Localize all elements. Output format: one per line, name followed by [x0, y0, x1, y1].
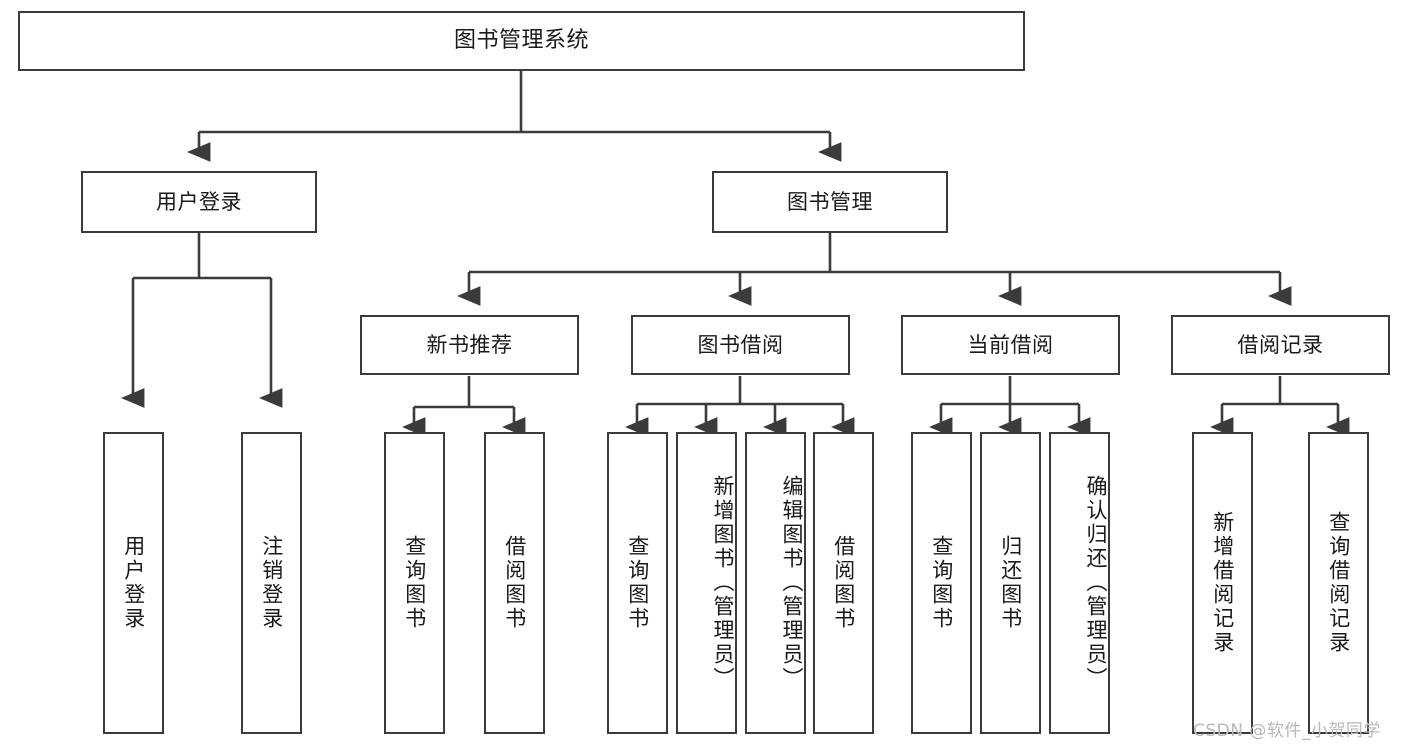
leaf-records-add-record[interactable]: 新增借阅记录: [1192, 432, 1253, 734]
node-new-book-recommend[interactable]: 新书推荐: [360, 315, 579, 375]
node-book-management[interactable]: 图书管理: [712, 171, 948, 233]
leaf-label: 借阅图书: [502, 535, 527, 631]
leaf-label: 编辑图书（管理员）: [780, 475, 804, 691]
leaf-label: 查询图书: [625, 535, 650, 631]
leaf-label: 确认归还（管理员）: [1084, 475, 1108, 691]
node-borrow-records[interactable]: 借阅记录: [1171, 315, 1390, 375]
leaf-label: 归还图书: [998, 535, 1023, 631]
leaf-label: 借阅图书: [831, 535, 856, 631]
leaf-current-query-book[interactable]: 查询图书: [911, 432, 972, 734]
leaf-label: 注销登录: [259, 535, 284, 631]
node-root-system[interactable]: 图书管理系统: [18, 11, 1025, 71]
leaf-current-return-book[interactable]: 归还图书: [980, 432, 1041, 734]
leaf-borrow-borrow-book[interactable]: 借阅图书: [813, 432, 874, 734]
leaf-borrow-query-book[interactable]: 查询图书: [607, 432, 668, 734]
leaf-label: 用户登录: [121, 535, 146, 631]
leaf-user-login-signout[interactable]: 注销登录: [241, 432, 302, 734]
leaf-label: 查询借阅记录: [1326, 511, 1351, 655]
node-book-borrow[interactable]: 图书借阅: [631, 315, 850, 375]
leaf-recommend-borrow-book[interactable]: 借阅图书: [484, 432, 545, 734]
leaf-current-confirm-return-admin[interactable]: 确认归还（管理员）: [1049, 432, 1110, 734]
leaf-user-login-signin[interactable]: 用户登录: [103, 432, 164, 734]
leaf-borrow-add-book-admin[interactable]: 新增图书（管理员）: [676, 432, 737, 734]
node-current-borrow[interactable]: 当前借阅: [901, 315, 1120, 375]
leaf-label: 新增借阅记录: [1210, 511, 1235, 655]
leaf-label: 查询图书: [929, 535, 954, 631]
leaf-recommend-query-book[interactable]: 查询图书: [384, 432, 445, 734]
leaf-records-query-record[interactable]: 查询借阅记录: [1308, 432, 1369, 734]
watermark-text: CSDN @软件_小贺同学: [1193, 721, 1381, 741]
leaf-borrow-edit-book-admin[interactable]: 编辑图书（管理员）: [745, 432, 806, 734]
leaf-label: 查询图书: [402, 535, 427, 631]
node-user-login[interactable]: 用户登录: [81, 171, 317, 233]
leaf-label: 新增图书（管理员）: [711, 475, 735, 691]
